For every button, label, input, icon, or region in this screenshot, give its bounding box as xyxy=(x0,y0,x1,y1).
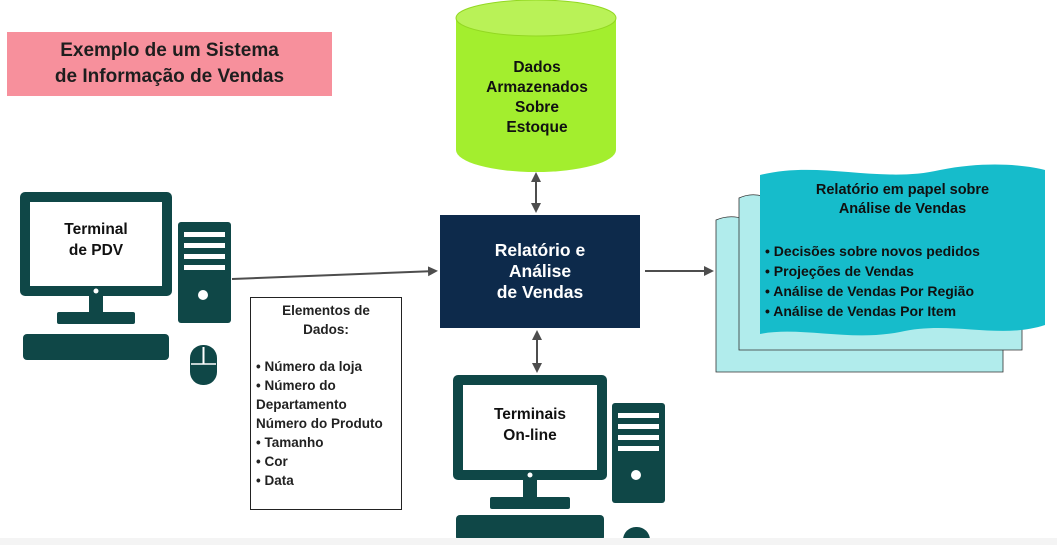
data-elements-title-line: Elementos de xyxy=(282,303,370,318)
pdv-computer-icon xyxy=(20,192,231,385)
list-item: • Análise de Vendas Por Região xyxy=(765,283,975,299)
list-item: Número do Produto xyxy=(256,416,383,431)
list-item: • Número da loja xyxy=(256,359,362,374)
title-line-1: Exemplo de um Sistema xyxy=(60,40,279,61)
database-label-line: Sobre xyxy=(515,99,559,116)
arrows xyxy=(231,172,714,373)
list-item: • Tamanho xyxy=(256,435,324,450)
list-item: • Projeções de Vendas xyxy=(765,263,914,279)
title-background xyxy=(7,32,332,96)
data-elements-title: Elementos de Dados: xyxy=(258,301,394,339)
report-title-line: Relatório em papel sobre xyxy=(815,182,990,198)
online-label-line: On-line xyxy=(503,427,557,444)
online-terminals-label: Terminais On-line xyxy=(463,404,597,446)
list-item: • Número do xyxy=(256,378,336,393)
footer-band xyxy=(0,538,1057,545)
arrow-pdv-to-central xyxy=(231,266,438,280)
list-item: Departamento xyxy=(256,397,347,412)
database-label-line: Dados xyxy=(513,59,561,76)
report-title: Relatório em papel sobre Análise de Vend… xyxy=(770,181,1035,219)
central-process-box: Relatório e Análise de Vendas xyxy=(440,215,640,328)
online-computer-icon xyxy=(453,375,665,545)
pdv-label-line: de PDV xyxy=(68,242,124,259)
pdv-terminal-label: Terminal de PDV xyxy=(30,219,162,261)
database-label: Dados Armazenados Sobre Estoque xyxy=(458,58,616,138)
data-elements-box xyxy=(250,297,402,510)
central-process-label: Relatório e Análise de Vendas xyxy=(465,240,615,303)
list-item: • Data xyxy=(256,473,294,488)
report-list: • Decisões sobre novos pedidos • Projeçõ… xyxy=(765,241,1045,321)
central-label-line: Relatório e xyxy=(494,240,586,260)
online-label-line: Terminais xyxy=(493,406,567,423)
pdv-label-line: Terminal xyxy=(64,221,128,238)
data-elements-title-line: Dados: xyxy=(303,322,349,337)
list-item: • Análise de Vendas Por Item xyxy=(765,303,957,319)
report-title-line: Análise de Vendas xyxy=(838,201,967,217)
database-cylinder xyxy=(455,0,617,172)
title-line-2: de Informação de Vendas xyxy=(54,66,285,87)
central-label-line: Análise xyxy=(508,261,572,281)
data-elements-list: • Número da loja • Número do Departament… xyxy=(256,357,401,490)
report-pages xyxy=(715,164,1045,373)
diagram-title: Exemplo de um Sistema de Informação de V… xyxy=(7,38,332,90)
list-item: • Cor xyxy=(256,454,288,469)
central-label-line: de Vendas xyxy=(496,282,584,302)
list-item: • Decisões sobre novos pedidos xyxy=(765,243,980,259)
database-label-line: Armazenados xyxy=(486,79,588,96)
database-label-line: Estoque xyxy=(506,119,568,136)
